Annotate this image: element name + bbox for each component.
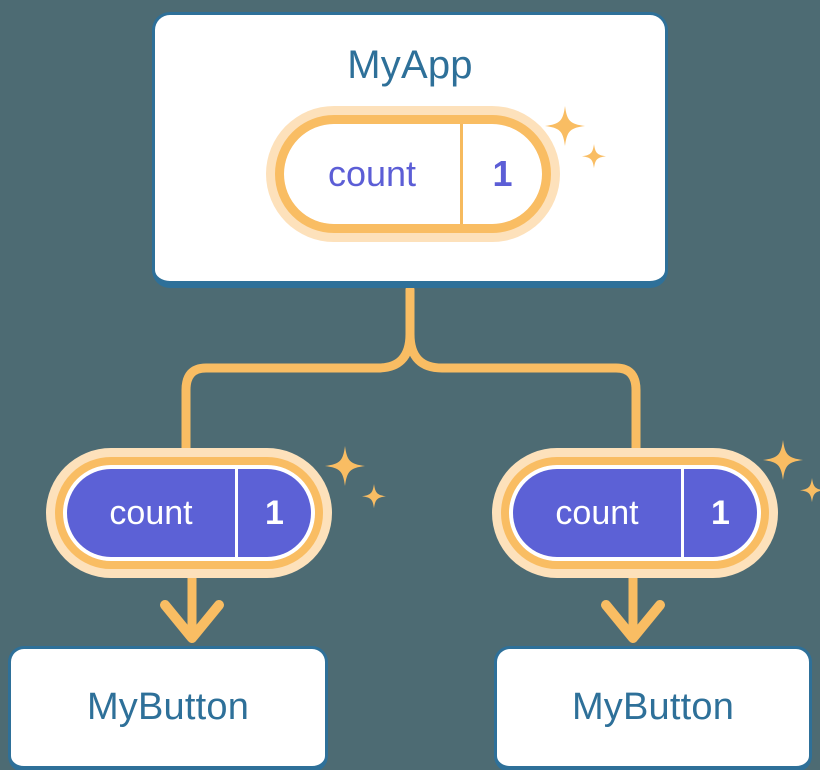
right-mybutton-card[interactable]: MyButton: [494, 646, 812, 770]
myapp-state-pill-body: count 1: [284, 124, 542, 224]
connector-branch-left: [181, 285, 415, 457]
right-button-state-pill-ring: count 1: [501, 457, 769, 569]
myapp-state-value: 1: [460, 124, 542, 224]
sparkle-icon: [763, 440, 803, 480]
right-button-state-pill[interactable]: count 1: [492, 448, 778, 578]
left-button-state-key: count: [67, 469, 235, 557]
myapp-state-pill[interactable]: count 1: [266, 106, 560, 242]
right-button-state-key: count: [513, 469, 681, 557]
sparkle-icon: [325, 446, 365, 486]
right-button-state-value: 1: [684, 469, 757, 557]
myapp-state-key: count: [327, 153, 417, 194]
sparkle-icon: [362, 484, 386, 509]
left-button-state-pill-body: count 1: [63, 465, 315, 561]
left-button-state-pill[interactable]: count 1: [46, 448, 332, 578]
left-button-state-pill-ring: count 1: [55, 457, 323, 569]
left-button-state-value: 1: [238, 469, 311, 557]
sparkle-icon: [800, 478, 820, 503]
left-mybutton-card-title: MyButton: [86, 686, 250, 728]
myapp-state-pill-ring: count 1: [275, 115, 551, 233]
right-button-state-pill-body: count 1: [509, 465, 761, 561]
right-mybutton-card-title: MyButton: [571, 686, 735, 728]
left-mybutton-card[interactable]: MyButton: [8, 646, 328, 770]
connector-branch-right: [405, 285, 641, 457]
arrow-head-right: [601, 600, 665, 643]
myapp-card-title: MyApp: [347, 43, 473, 87]
arrow-head-left: [160, 600, 224, 643]
